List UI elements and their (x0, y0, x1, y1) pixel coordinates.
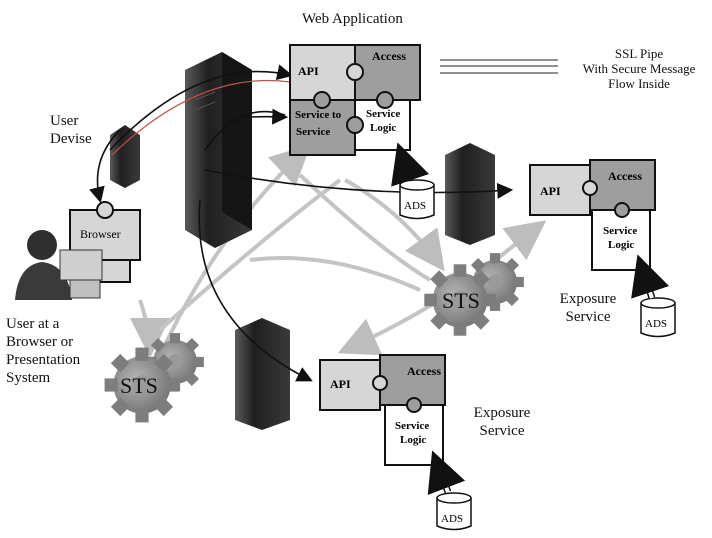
sts-left-gear-icon: STS (104, 333, 204, 423)
exposure-right-ads-label: ADS (645, 318, 667, 330)
pipe-arrow-server-service (234, 108, 289, 126)
webapp-api-label: API (298, 64, 319, 78)
exposure-bottom-label-2: Service (479, 423, 525, 439)
user-device-label: User Devise (50, 112, 92, 148)
exposure-right-puzzle: API Access Service Logic (529, 159, 656, 271)
ssl-pipe-legend: SSL Pipe With Secure Message Flow Inside (574, 46, 704, 91)
user-device-line-1: User (50, 113, 79, 129)
user-line-4: System (6, 370, 51, 386)
pipe-arrow-device-browser (89, 129, 121, 204)
webapp-access-piece (354, 44, 421, 101)
grey-arrow-webapp-sts-center-2 (298, 173, 432, 282)
browser-label: Browser (80, 227, 121, 241)
webapp-logic-label-2: Logic (370, 122, 396, 134)
webapp-logic-label-1: Service (366, 108, 400, 120)
webapp-s2s-label-1: Service to (295, 109, 342, 121)
user-line-1: User at a (6, 316, 60, 332)
server-right-icon (445, 143, 495, 245)
server-main-icon (185, 52, 252, 248)
exposure-bottom-logic-label-2: Logic (400, 434, 426, 446)
exposure-bottom-puzzle: API Access Service Logic (319, 354, 446, 466)
user-device-line-2: Devise (50, 131, 92, 147)
grey-arrow-browser-sts-left (129, 299, 170, 358)
exposure-bottom-label: Exposure Service (462, 404, 542, 440)
server-user-device-icon (110, 125, 140, 188)
legend-line-3: Flow Inside (608, 76, 670, 91)
pipe-arrow-device-webapp (109, 64, 294, 151)
exposure-right-label-1: Exposure (559, 291, 617, 307)
exposure-bottom-logic-label-1: Service (395, 420, 429, 432)
grey-arrow-server-sts (249, 256, 421, 292)
exposure-right-ads-arrow (631, 254, 670, 299)
legend-line-2: With Secure Message (582, 61, 696, 76)
webapp-access-label: Access (372, 49, 406, 63)
exposure-right-label-2: Service (565, 309, 611, 325)
exposure-bottom-label-1: Exposure (473, 405, 531, 421)
exposure-right-label: Exposure Service (548, 290, 628, 326)
sts-left-label: STS (120, 373, 158, 398)
exposure-bottom-access-label: Access (407, 364, 441, 378)
webapp-s2s-label-2: Service (296, 126, 330, 138)
pipe-arrow-webapp-bottom (198, 199, 313, 382)
red-pipe-line (111, 79, 291, 156)
grey-arrow-webapp-sts-center (344, 178, 445, 272)
sts-center-gear-icon: STS (424, 253, 524, 336)
pipe-arrow-webapp-right (204, 169, 514, 199)
webapp-ads-arrow (391, 142, 430, 187)
user-line-3: Presentation (6, 352, 81, 368)
webapp-ads-label: ADS (404, 200, 426, 212)
exposure-bottom-ads-arrow (427, 450, 466, 496)
webapp-api-piece (289, 44, 356, 101)
sts-center-label: STS (442, 288, 480, 313)
exposure-right-api-label: API (540, 184, 561, 198)
diagram-title: Web Application (302, 11, 403, 27)
server-bottom-icon (235, 318, 290, 430)
webapp-puzzle: API Access Service to Service Service Lo… (289, 44, 421, 156)
exposure-bottom-ads-label: ADS (441, 513, 463, 525)
user-icon (15, 230, 103, 300)
ssl-pipe-arrows (89, 64, 514, 382)
legend-line-1: SSL Pipe (614, 46, 664, 61)
ssl-pipe-legend-icon (440, 59, 558, 74)
exposure-right-ads-db-icon: ADS (640, 297, 676, 338)
user-line-2: Browser or (6, 334, 74, 350)
user-label: User at a Browser or Presentation System (6, 315, 80, 387)
exposure-bottom-ads-db-icon: ADS (436, 492, 472, 531)
grey-arrow-sts-center-bottom (337, 298, 442, 356)
exposure-right-logic-label-2: Logic (608, 239, 634, 251)
webapp-ads-db-icon: ADS (399, 179, 435, 220)
exposure-right-logic-label-1: Service (603, 225, 637, 237)
exposure-right-access-label: Access (608, 169, 642, 183)
exposure-bottom-api-label: API (330, 377, 351, 391)
